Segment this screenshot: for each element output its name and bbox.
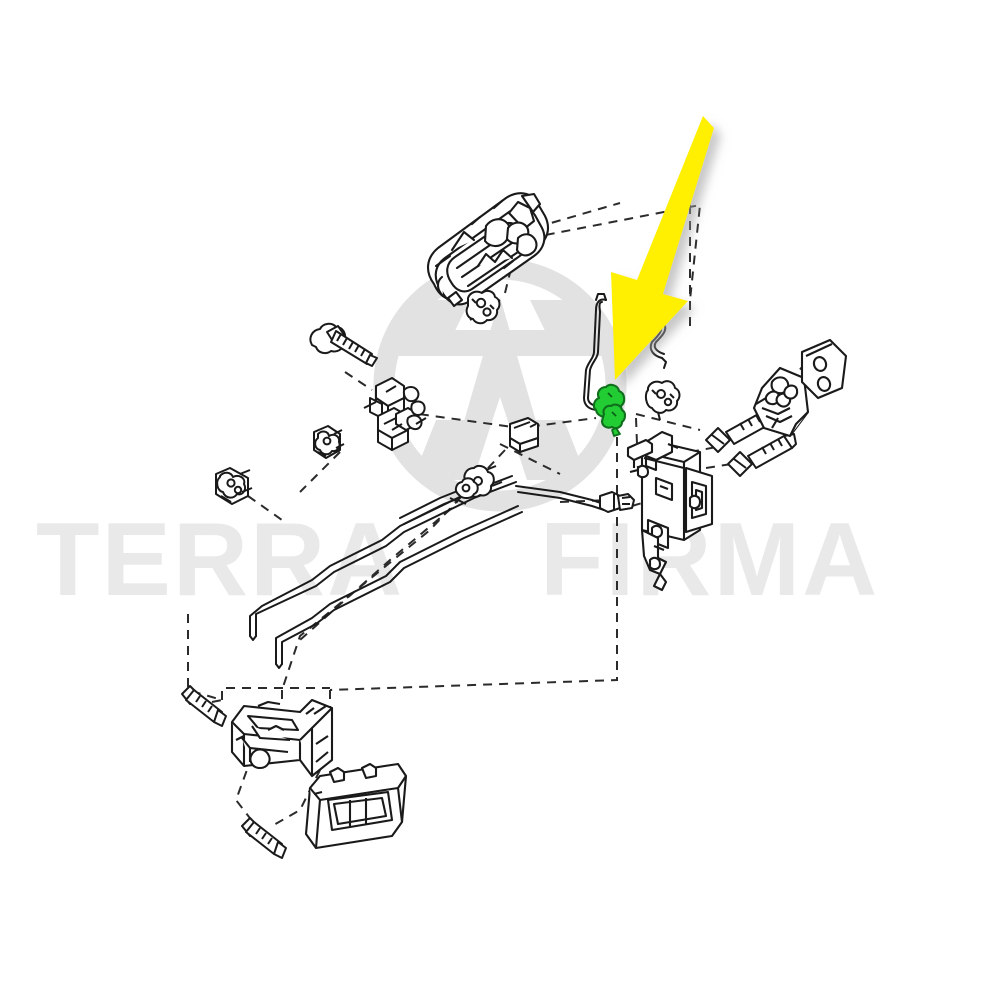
part-door-lock-rod-clip-highlighted <box>592 383 627 437</box>
part-door-lock-striker <box>752 366 810 438</box>
part-rod-bellcrank <box>449 464 503 505</box>
watermark-text-left: TERRA <box>36 502 404 618</box>
part-outside-door-handle <box>427 192 550 308</box>
part-control-rods <box>249 475 605 669</box>
part-rod-end-sleeve <box>599 491 635 513</box>
part-rod-clip-lower <box>215 467 253 505</box>
part-rod-clip-upper <box>313 425 345 459</box>
part-lock-screw-b <box>727 433 797 477</box>
watermark-layer: TERRA FIRMA <box>36 258 877 618</box>
part-inside-handle-screw-top <box>181 685 227 727</box>
part-rod-grommet <box>644 380 681 421</box>
highlight-arrow <box>611 116 714 380</box>
part-door-lock-actuator <box>626 430 714 592</box>
part-inside-handle-screw-bottom <box>241 817 287 859</box>
part-handle-grommet <box>465 289 501 325</box>
part-inside-handle-bezel <box>304 762 408 850</box>
part-key-cylinder-mechanism <box>363 377 427 451</box>
part-handle-bolt <box>309 322 378 367</box>
part-inside-lock-rod <box>583 293 607 411</box>
part-inside-door-handle <box>230 698 334 778</box>
part-striker-shim <box>800 338 848 400</box>
part-rod-connector <box>509 417 539 453</box>
